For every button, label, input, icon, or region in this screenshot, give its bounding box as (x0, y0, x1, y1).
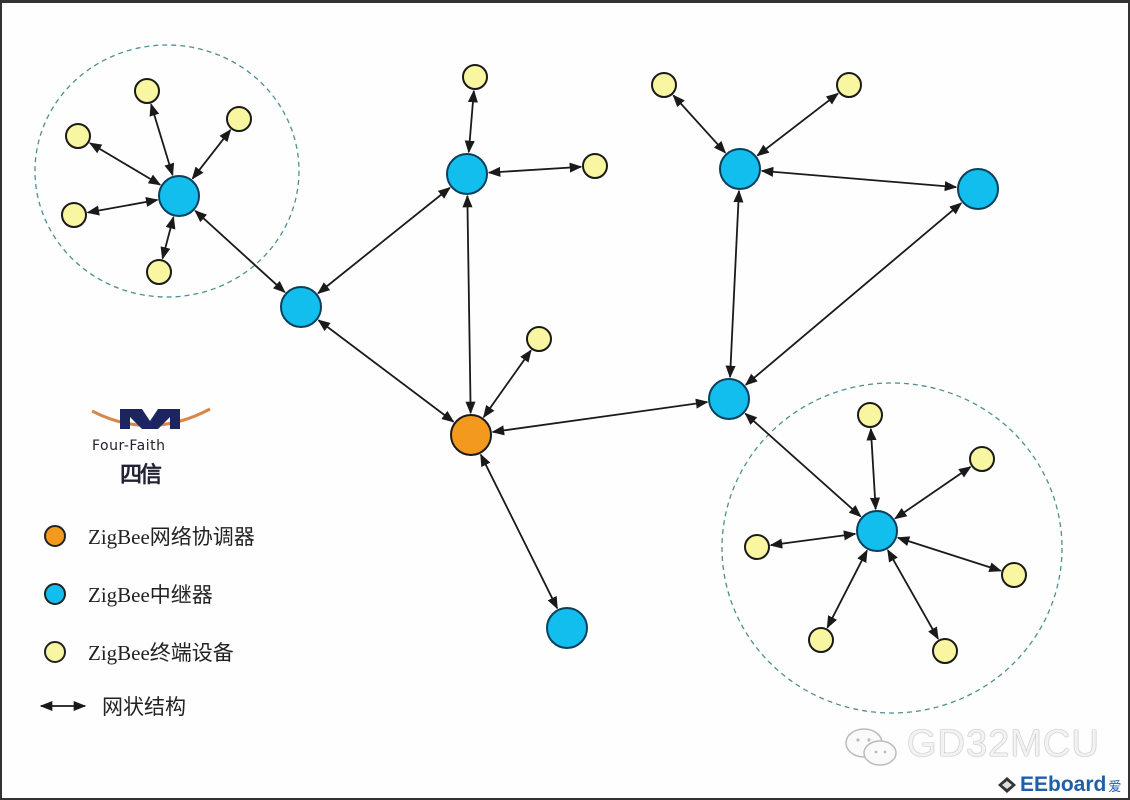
end-device-node-E3 (65, 123, 91, 149)
link-R1-E2 (191, 129, 232, 180)
end-device-node-E9 (836, 72, 862, 98)
link-R6-R7 (744, 412, 862, 518)
legend-label: 网状结构 (102, 695, 186, 719)
four-faith-logo: Four-Faith 四信 (90, 403, 220, 488)
router-node-R2 (280, 286, 322, 328)
link-R3-E7 (487, 162, 583, 177)
link-R4-R6 (725, 189, 744, 379)
link-R3-E6 (464, 89, 478, 154)
link-R4-E9 (756, 92, 839, 157)
router-dot-icon (44, 583, 66, 605)
legend-item-router: ZigBee中继器 (38, 579, 213, 609)
end-device-node-E15 (808, 627, 834, 653)
logo-m-arc-icon (91, 407, 211, 429)
link-R7-E14 (896, 536, 1002, 573)
link-R4-E8 (672, 94, 727, 154)
wechat-icon (845, 728, 897, 766)
link-R4-R5 (760, 166, 958, 192)
router-node-R5 (957, 168, 999, 210)
eeboard-text-cn: 爱板网 (1108, 779, 1122, 794)
link-R7-E12 (894, 466, 972, 520)
legend-item-link: 网状结构 (38, 691, 186, 721)
legend-label: ZigBee中继器 (88, 583, 213, 607)
logo-text-en: Four-Faith (92, 438, 166, 454)
cluster-rings (34, 44, 1063, 714)
end-device-node-E6 (462, 64, 488, 90)
link-R7-E15 (826, 549, 868, 629)
legend-label: ZigBee网络协调器 (88, 525, 255, 549)
legend-item-coordinator: ZigBee网络协调器 (38, 521, 255, 551)
link-C-R6 (491, 398, 709, 436)
end-device-node-E2 (226, 106, 252, 132)
end-device-node-E13 (744, 534, 770, 560)
link-R1-E4 (86, 196, 159, 216)
link-R5-R6 (744, 202, 963, 386)
end-device-node-E10 (526, 326, 552, 352)
end-device-node-E1 (134, 78, 160, 104)
router-node-R1 (158, 175, 200, 217)
link-R1-R2 (194, 209, 286, 294)
watermark-gd32mcu: GD32MCU (907, 723, 1100, 765)
legend-label: ZigBee终端设备 (88, 641, 234, 665)
coordinator-node-C (450, 414, 492, 456)
link-R7-E16 (887, 549, 939, 640)
legend-item-end-device: ZigBee终端设备 (38, 637, 234, 667)
network-nodes (61, 64, 1027, 664)
end-device-dot-icon (44, 641, 66, 663)
logo-text-cn: 四信 (120, 463, 162, 488)
end-device-node-E4 (61, 202, 87, 228)
end-device-node-E14 (1001, 562, 1027, 588)
mesh-links (86, 89, 1002, 640)
cluster-ring-1 (34, 44, 300, 298)
link-R1-E3 (88, 142, 162, 186)
end-device-node-E5 (146, 259, 172, 285)
network-graph (34, 44, 1063, 714)
router-node-R6 (708, 378, 750, 420)
double-arrow-icon (39, 700, 87, 712)
end-device-node-E12 (969, 446, 995, 472)
router-node-R4 (719, 148, 761, 190)
link-R2-C (317, 319, 455, 423)
end-device-node-E8 (651, 72, 677, 98)
end-device-node-E11 (857, 402, 883, 428)
end-device-node-E7 (582, 153, 608, 179)
link-R1-E5 (160, 216, 176, 260)
link-R7-E13 (769, 530, 857, 549)
link-C-E10 (482, 349, 532, 419)
watermark-eeboard: EEboard爱板网 (997, 773, 1128, 798)
router-node-R8 (546, 607, 588, 649)
link-R7-E11 (866, 427, 881, 511)
link-R1-E1 (149, 103, 175, 177)
cluster-ring-2 (721, 382, 1063, 714)
router-node-R3 (446, 153, 488, 195)
link-R3-C (462, 194, 476, 415)
router-node-R7 (856, 510, 898, 552)
eeboard-logo-icon (998, 777, 1016, 793)
link-R2-R3 (317, 186, 451, 295)
end-device-node-E16 (932, 638, 958, 664)
link-C-R8 (479, 453, 559, 610)
coordinator-dot-icon (44, 525, 66, 547)
eeboard-text: EEboard (1020, 773, 1107, 796)
